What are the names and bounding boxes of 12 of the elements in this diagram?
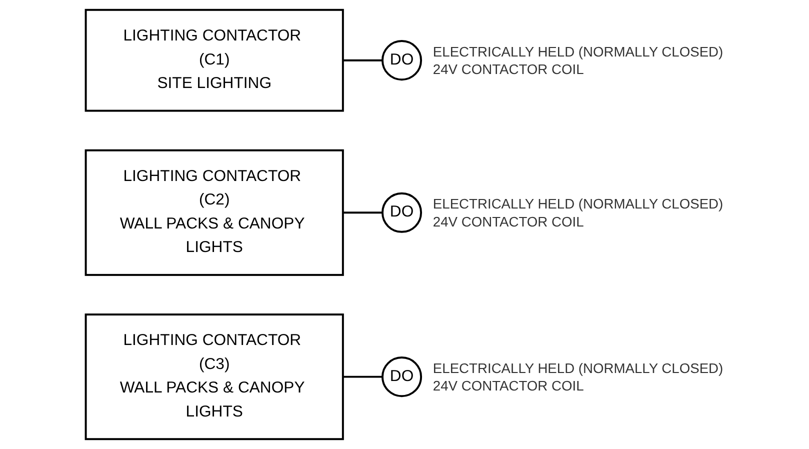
connector-line [342,376,382,378]
coil-description: ELECTRICALLY HELD (NORMALLY CLOSED) 24V CONTACTOR COIL [432,360,724,394]
contactor-box: LIGHTING CONTACTOR (C2) WALL PACKS & CANOPY LIGHTS [84,149,344,276]
node-label: DO [390,51,414,68]
contactor-box: LIGHTING CONTACTOR (C3) WALL PACKS & CANOPY LIGHTS [84,314,344,440]
contactor-box: LIGHTING CONTACTOR (C1) SITE LIGHTING [84,8,344,112]
coil-description: ELECTRICALLY HELD (NORMALLY CLOSED) 24V CONTACTOR COIL [432,196,724,230]
node-label: DO [390,368,414,385]
node-label: DO [390,204,414,221]
coil-description: ELECTRICALLY HELD (NORMALLY CLOSED) 24V CONTACTOR COIL [432,43,724,78]
connector-line [342,212,382,214]
connector-line [342,59,382,62]
